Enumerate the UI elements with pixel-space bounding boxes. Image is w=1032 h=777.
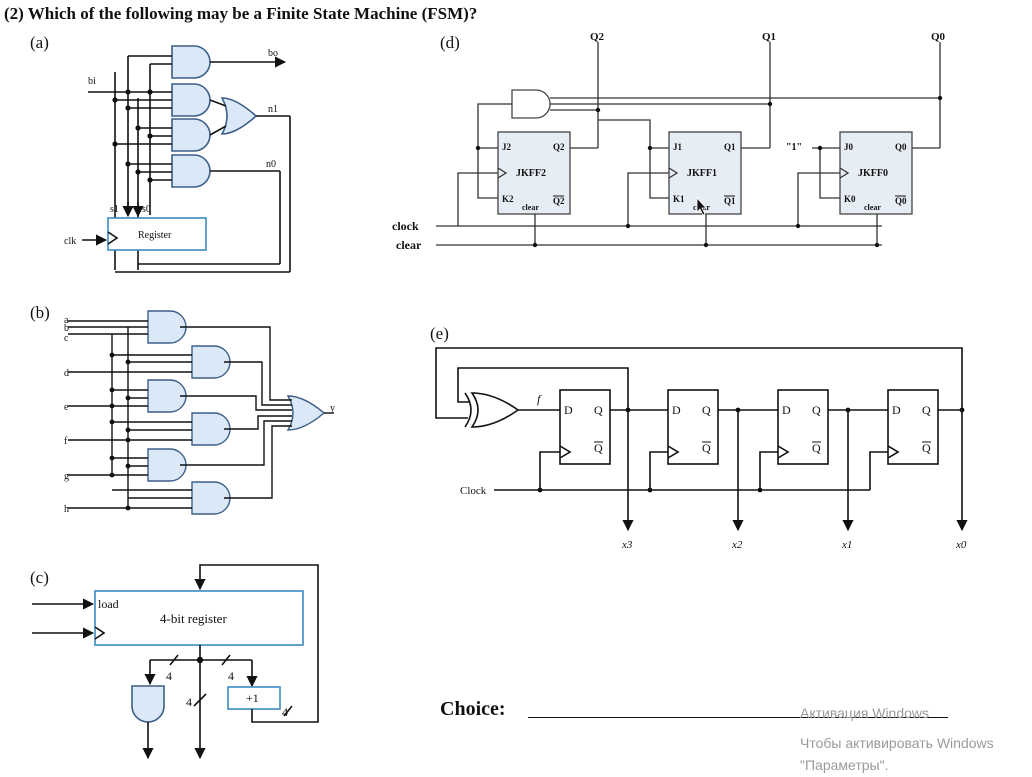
register-label: 4-bit register xyxy=(160,611,227,626)
mouse-cursor-icon xyxy=(696,196,707,216)
or-gate xyxy=(286,395,326,431)
choice-label: Choice: xyxy=(440,698,506,720)
ff-name: JKFF2 xyxy=(516,168,546,179)
qbar-label: Q xyxy=(812,441,821,455)
const-one: "1" xyxy=(786,142,802,153)
qbar-label: Q1 xyxy=(724,196,736,206)
qbar-label: Q xyxy=(702,441,711,455)
label-n1: n1 xyxy=(268,104,278,115)
input-h: h xyxy=(64,504,69,515)
or-gate xyxy=(220,97,258,135)
f-label: f xyxy=(537,392,542,406)
and-gate xyxy=(171,83,211,117)
and-gate xyxy=(511,89,551,119)
label-bi: bi xyxy=(88,76,96,87)
input-d: d xyxy=(64,368,69,379)
qbar-label: Q0 xyxy=(895,196,907,206)
ff-name: JKFF1 xyxy=(687,168,717,179)
windows-activation-hint: Чтобы активировать Windows xyxy=(800,735,994,751)
q2-top: Q2 xyxy=(590,31,605,43)
question-title: (2) Which of the following may be a Fini… xyxy=(4,4,478,23)
k-label: K2 xyxy=(502,194,514,204)
and-gate xyxy=(147,310,187,344)
panel-c: (c) load 4-bit register 4 4 4 4 +1 xyxy=(30,564,319,760)
clear-pin: clear xyxy=(522,203,539,212)
label-s1: s1 xyxy=(110,204,119,215)
windows-activation-settings: "Параметры". xyxy=(800,757,889,773)
and-gate xyxy=(171,45,211,79)
clear-label: clear xyxy=(396,238,422,252)
and-gate xyxy=(191,412,231,446)
input-b: b xyxy=(64,323,69,334)
q-label: Q xyxy=(594,403,603,417)
clock-label: clock xyxy=(392,219,419,233)
clear-pin: clear xyxy=(864,203,881,212)
qbar-label: Q xyxy=(594,441,603,455)
panel-b-label: (b) xyxy=(30,303,50,322)
q-label: Q xyxy=(812,403,821,417)
q0-top: Q0 xyxy=(931,31,946,43)
input-a: a xyxy=(64,315,69,326)
d-label: D xyxy=(782,403,791,417)
panel-b: (b) xyxy=(30,303,335,515)
label-bo: bo xyxy=(268,48,278,59)
width-label: 4 xyxy=(228,669,234,683)
q-label: Q xyxy=(922,403,931,417)
j-label: J0 xyxy=(844,142,854,152)
panel-c-label: (c) xyxy=(30,568,49,587)
d-label: D xyxy=(672,403,681,417)
input-c: c xyxy=(64,333,69,344)
and-gate xyxy=(191,481,231,515)
q-label: Q1 xyxy=(724,142,736,152)
output-x1: x1 xyxy=(841,539,852,551)
and-gate xyxy=(147,379,187,413)
label-clk: clk xyxy=(64,236,76,247)
ff-name: JKFF0 xyxy=(858,168,888,179)
output-x3: x3 xyxy=(621,539,633,551)
panel-d-label: (d) xyxy=(440,33,460,52)
clock-label: Clock xyxy=(460,485,487,497)
input-e: e xyxy=(64,402,69,413)
panel-d: (d) xyxy=(392,31,946,252)
qbar-label: Q xyxy=(922,441,931,455)
q-label: Q xyxy=(702,403,711,417)
label-n0: n0 xyxy=(266,159,276,170)
width-label: 4 xyxy=(186,695,192,709)
width-label: 4 xyxy=(166,669,172,683)
and-gate xyxy=(191,345,231,379)
and-gate xyxy=(171,154,211,188)
xor-gate xyxy=(470,392,520,428)
load-label: load xyxy=(98,597,119,611)
panel-e: (e) xyxy=(430,324,968,551)
j-label: J2 xyxy=(502,142,512,152)
windows-activation-title: Активация Windows xyxy=(800,705,930,721)
panel-e-label: (e) xyxy=(430,324,449,343)
label-s0: s0 xyxy=(142,204,151,215)
k-label: K1 xyxy=(673,194,685,204)
label-register: Register xyxy=(138,230,172,241)
panel-a: (a) xyxy=(30,33,291,273)
d-label: D xyxy=(892,403,901,417)
j-label: J1 xyxy=(673,142,683,152)
panel-a-label: (a) xyxy=(30,33,49,52)
d-label: D xyxy=(564,403,573,417)
width-label: 4 xyxy=(282,705,288,719)
q-label: Q0 xyxy=(895,142,907,152)
input-f: f xyxy=(64,436,68,447)
output-x0: x0 xyxy=(955,539,967,551)
and-gate xyxy=(171,118,211,152)
output-y: y xyxy=(330,403,335,414)
q1-top: Q1 xyxy=(762,31,776,43)
q-label: Q2 xyxy=(553,142,565,152)
input-g: g xyxy=(64,471,69,482)
k-label: K0 xyxy=(844,194,856,204)
output-x2: x2 xyxy=(731,539,743,551)
qbar-label: Q2 xyxy=(553,196,565,206)
and-gate xyxy=(147,448,187,482)
incr-label: +1 xyxy=(246,691,259,705)
choice-answer-line[interactable] xyxy=(528,717,948,718)
